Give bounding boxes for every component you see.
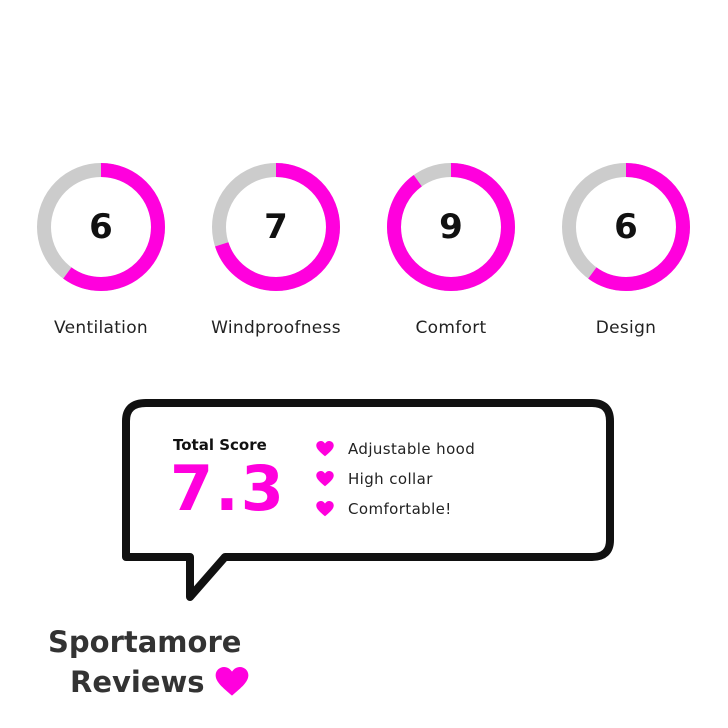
feature-list: Adjustable hood High collar Comfortable!	[316, 434, 475, 524]
feature-text: High collar	[348, 470, 433, 488]
heart-icon	[215, 667, 248, 696]
gauge-label-ventilation: Ventilation	[54, 318, 148, 338]
gauge-value: 7	[264, 207, 288, 247]
list-item: Adjustable hood	[316, 434, 475, 464]
gauge-ring	[562, 163, 690, 291]
gauge-value: 6	[614, 207, 638, 247]
brand-line-1: Sportamore	[48, 625, 242, 659]
heart-icon	[316, 501, 334, 517]
gauge-ring	[212, 163, 340, 291]
gauge-progress	[212, 163, 340, 291]
gauge-comfort: 9	[382, 158, 520, 296]
gauge-label-comfort: Comfort	[415, 318, 487, 338]
gauge-value: 9	[439, 207, 463, 247]
gauge-label-windproofness: Windproofness	[211, 318, 341, 338]
list-item: High collar	[316, 464, 475, 494]
heart-icon	[316, 441, 334, 457]
total-score-label: Total Score	[173, 436, 267, 454]
list-item: Comfortable!	[316, 494, 475, 524]
gauge-ring	[37, 163, 165, 291]
feature-text: Adjustable hood	[348, 440, 476, 458]
feature-text: Comfortable!	[348, 500, 452, 518]
gauge-design: 6	[557, 158, 695, 296]
brand-logo: Sportamore Reviews	[48, 622, 249, 702]
gauge-ring	[387, 163, 515, 291]
brand-line-2-row: Reviews	[70, 662, 249, 702]
heart-icon	[316, 471, 334, 487]
gauge-progress	[387, 163, 515, 291]
gauge-ventilation: 6	[32, 158, 170, 296]
total-score-value: 7.3	[170, 452, 286, 525]
gauge-progress	[37, 163, 165, 291]
gauge-value: 6	[89, 207, 113, 247]
gauge-progress	[562, 163, 690, 291]
brand-line-2: Reviews	[70, 665, 205, 699]
gauge-label-design: Design	[595, 318, 657, 338]
gauge-windproofness: 7	[207, 158, 345, 296]
